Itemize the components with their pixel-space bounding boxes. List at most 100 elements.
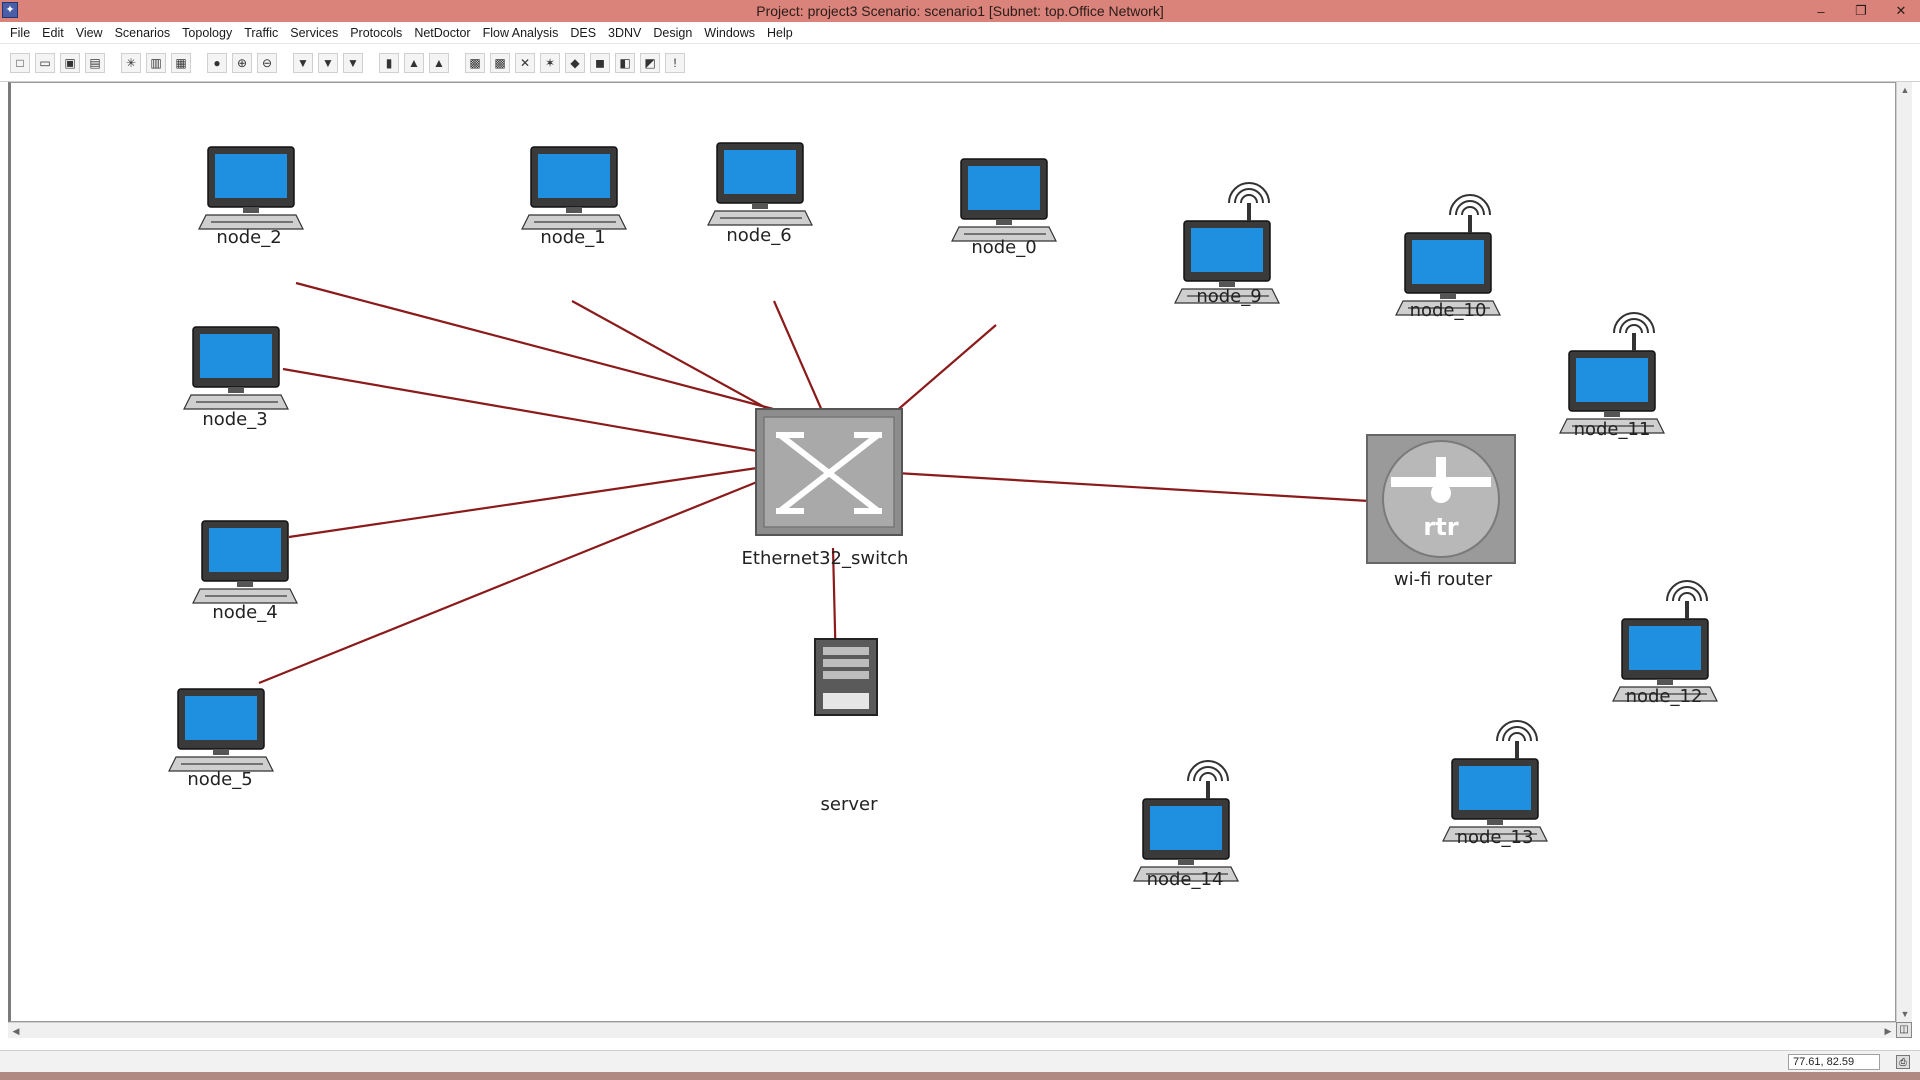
workstation-icon[interactable] bbox=[183, 326, 289, 410]
object-palette-icon[interactable]: ✳ bbox=[121, 52, 141, 73]
wireless-workstation-icon[interactable] bbox=[1442, 720, 1548, 842]
node-label: node_12 bbox=[1626, 686, 1703, 707]
node-label: node_0 bbox=[971, 237, 1036, 258]
view-results-icon[interactable]: ▲ bbox=[429, 52, 449, 73]
menu-traffic[interactable]: Traffic bbox=[244, 25, 279, 40]
import-traffic-icon[interactable]: ▼ bbox=[318, 52, 338, 73]
coordinate-readout: 77.61, 82.59 bbox=[1788, 1054, 1880, 1070]
new-file-icon[interactable]: □ bbox=[10, 52, 30, 73]
taskbar-strip bbox=[0, 1072, 1920, 1080]
wireless-workstation-icon[interactable] bbox=[1395, 194, 1501, 316]
restore-icon[interactable]: ❐ bbox=[1855, 3, 1867, 18]
open-folder-icon[interactable]: ▭ bbox=[35, 52, 55, 73]
workstation-icon[interactable] bbox=[951, 158, 1057, 242]
close-icon[interactable]: ✕ bbox=[1895, 3, 1907, 18]
ethernet-link[interactable] bbox=[295, 281, 778, 412]
wireless-workstation-icon[interactable] bbox=[1612, 580, 1718, 702]
scroll-left-icon[interactable]: ◀ bbox=[12, 1026, 20, 1036]
ethernet-link[interactable] bbox=[571, 300, 778, 415]
scroll-up-icon[interactable]: ▲ bbox=[1900, 85, 1910, 95]
menu-edit[interactable]: Edit bbox=[42, 25, 64, 40]
database-icon[interactable]: ◼ bbox=[590, 52, 610, 73]
workstation-icon[interactable] bbox=[168, 688, 274, 772]
horizontal-scrollbar[interactable]: ◀ ▶ bbox=[8, 1022, 1896, 1038]
menu-file[interactable]: File bbox=[10, 25, 31, 40]
wireless-workstation-icon[interactable] bbox=[1559, 312, 1665, 434]
results-icon[interactable]: ▲ bbox=[404, 52, 424, 73]
editor-icon[interactable]: ◧ bbox=[615, 52, 635, 73]
wireless-workstation-icon[interactable] bbox=[1133, 760, 1239, 882]
ethernet-link[interactable] bbox=[288, 466, 758, 539]
menu-3dnv[interactable]: 3DNV bbox=[608, 25, 642, 40]
zoom-in-icon[interactable]: ⊕ bbox=[232, 52, 252, 73]
workstation-icon[interactable] bbox=[707, 142, 813, 226]
spark-icon[interactable]: ✶ bbox=[540, 52, 560, 73]
menu-netdoctor[interactable]: NetDoctor bbox=[414, 25, 471, 40]
menu-help[interactable]: Help bbox=[767, 25, 793, 40]
failure-node-icon[interactable]: ▥ bbox=[146, 52, 166, 73]
ethernet-link[interactable] bbox=[258, 480, 758, 685]
node-label: node_6 bbox=[726, 225, 791, 246]
node-label: node_2 bbox=[216, 227, 281, 248]
title-bar: ✦ Project: project3 Scenario: scenario1 … bbox=[0, 0, 1920, 22]
scroll-down-icon[interactable]: ▼ bbox=[1900, 1009, 1910, 1019]
configure-traffic-icon[interactable]: ▼ bbox=[293, 52, 313, 73]
menu-scenarios[interactable]: Scenarios bbox=[114, 25, 171, 40]
node-label: node_11 bbox=[1574, 419, 1651, 440]
window-title: Project: project3 Scenario: scenario1 [S… bbox=[756, 3, 1164, 19]
graph-icon[interactable]: ◩ bbox=[640, 52, 660, 73]
vertical-bar-icon[interactable]: ▮ bbox=[379, 52, 399, 73]
minimize-icon[interactable]: – bbox=[1817, 3, 1825, 19]
router-label: wi-fi router bbox=[1394, 569, 1493, 590]
node-label: node_10 bbox=[1410, 300, 1487, 321]
ethernet-link[interactable] bbox=[893, 324, 997, 414]
map-pin-icon[interactable]: ● bbox=[207, 52, 227, 73]
menu-topology[interactable]: Topology bbox=[182, 25, 233, 40]
app-star-icon[interactable]: ✦ bbox=[2, 2, 18, 18]
server-icon[interactable] bbox=[814, 638, 878, 716]
switch-label: Ethernet32_switch bbox=[742, 548, 909, 569]
save-icon[interactable]: ▣ bbox=[60, 52, 80, 73]
ethernet-link[interactable] bbox=[772, 300, 825, 414]
menu-protocols[interactable]: Protocols bbox=[350, 25, 403, 40]
ethernet-link[interactable] bbox=[895, 471, 1370, 503]
wifi-router-icon[interactable]: rtr bbox=[1366, 434, 1516, 564]
export-traffic-icon[interactable]: ▼ bbox=[343, 52, 363, 73]
toolbar: □▭▣▤✳▥▦●⊕⊖▼▼▼▮▲▲▩▩✕✶◆◼◧◩! bbox=[0, 44, 1920, 82]
scroll-right-icon[interactable]: ▶ bbox=[1884, 1026, 1892, 1036]
info-icon[interactable]: ! bbox=[665, 52, 685, 73]
node-label: node_13 bbox=[1457, 827, 1534, 848]
window-controls: – ❐ ✕ bbox=[1812, 0, 1910, 22]
menu-view[interactable]: View bbox=[75, 25, 103, 40]
menu-bar: File Edit View Scenarios Topology Traffic Serv… bbox=[0, 22, 1920, 44]
wireless-workstation-icon[interactable] bbox=[1174, 182, 1280, 304]
ethernet-switch-icon[interactable] bbox=[755, 408, 903, 536]
run-simulation-icon[interactable]: ◆ bbox=[565, 52, 585, 73]
router-badge: rtr bbox=[1423, 513, 1458, 541]
print-icon[interactable]: ▤ bbox=[85, 52, 105, 73]
workstation-icon[interactable] bbox=[192, 520, 298, 604]
tools-icon[interactable]: ✕ bbox=[515, 52, 535, 73]
zoom-out-icon[interactable]: ⊖ bbox=[257, 52, 277, 73]
menu-des[interactable]: DES bbox=[570, 25, 597, 40]
workstation-icon[interactable] bbox=[198, 146, 304, 230]
workstation-icon[interactable] bbox=[521, 146, 627, 230]
menu-design[interactable]: Design bbox=[653, 25, 693, 40]
status-bar: 77.61, 82.59 ⎙ bbox=[0, 1050, 1920, 1072]
menu-flow-analysis[interactable]: Flow Analysis bbox=[482, 25, 559, 40]
menu-windows[interactable]: Windows bbox=[704, 25, 756, 40]
vertical-scrollbar[interactable]: ▲ ▼ bbox=[1896, 82, 1912, 1022]
recover-node-icon[interactable]: ▦ bbox=[171, 52, 191, 73]
grid-alt-icon[interactable]: ▩ bbox=[490, 52, 510, 73]
node-label: node_9 bbox=[1196, 286, 1261, 307]
menu-services[interactable]: Services bbox=[290, 25, 339, 40]
printer-status-icon[interactable]: ⎙ bbox=[1896, 1055, 1910, 1069]
pan-corner-icon[interactable]: ◫ bbox=[1896, 1022, 1912, 1038]
node-label: node_4 bbox=[212, 602, 277, 623]
node-label: node_3 bbox=[202, 409, 267, 430]
grid-icon[interactable]: ▩ bbox=[465, 52, 485, 73]
ethernet-link[interactable] bbox=[282, 367, 758, 453]
server-label: server bbox=[821, 794, 879, 815]
